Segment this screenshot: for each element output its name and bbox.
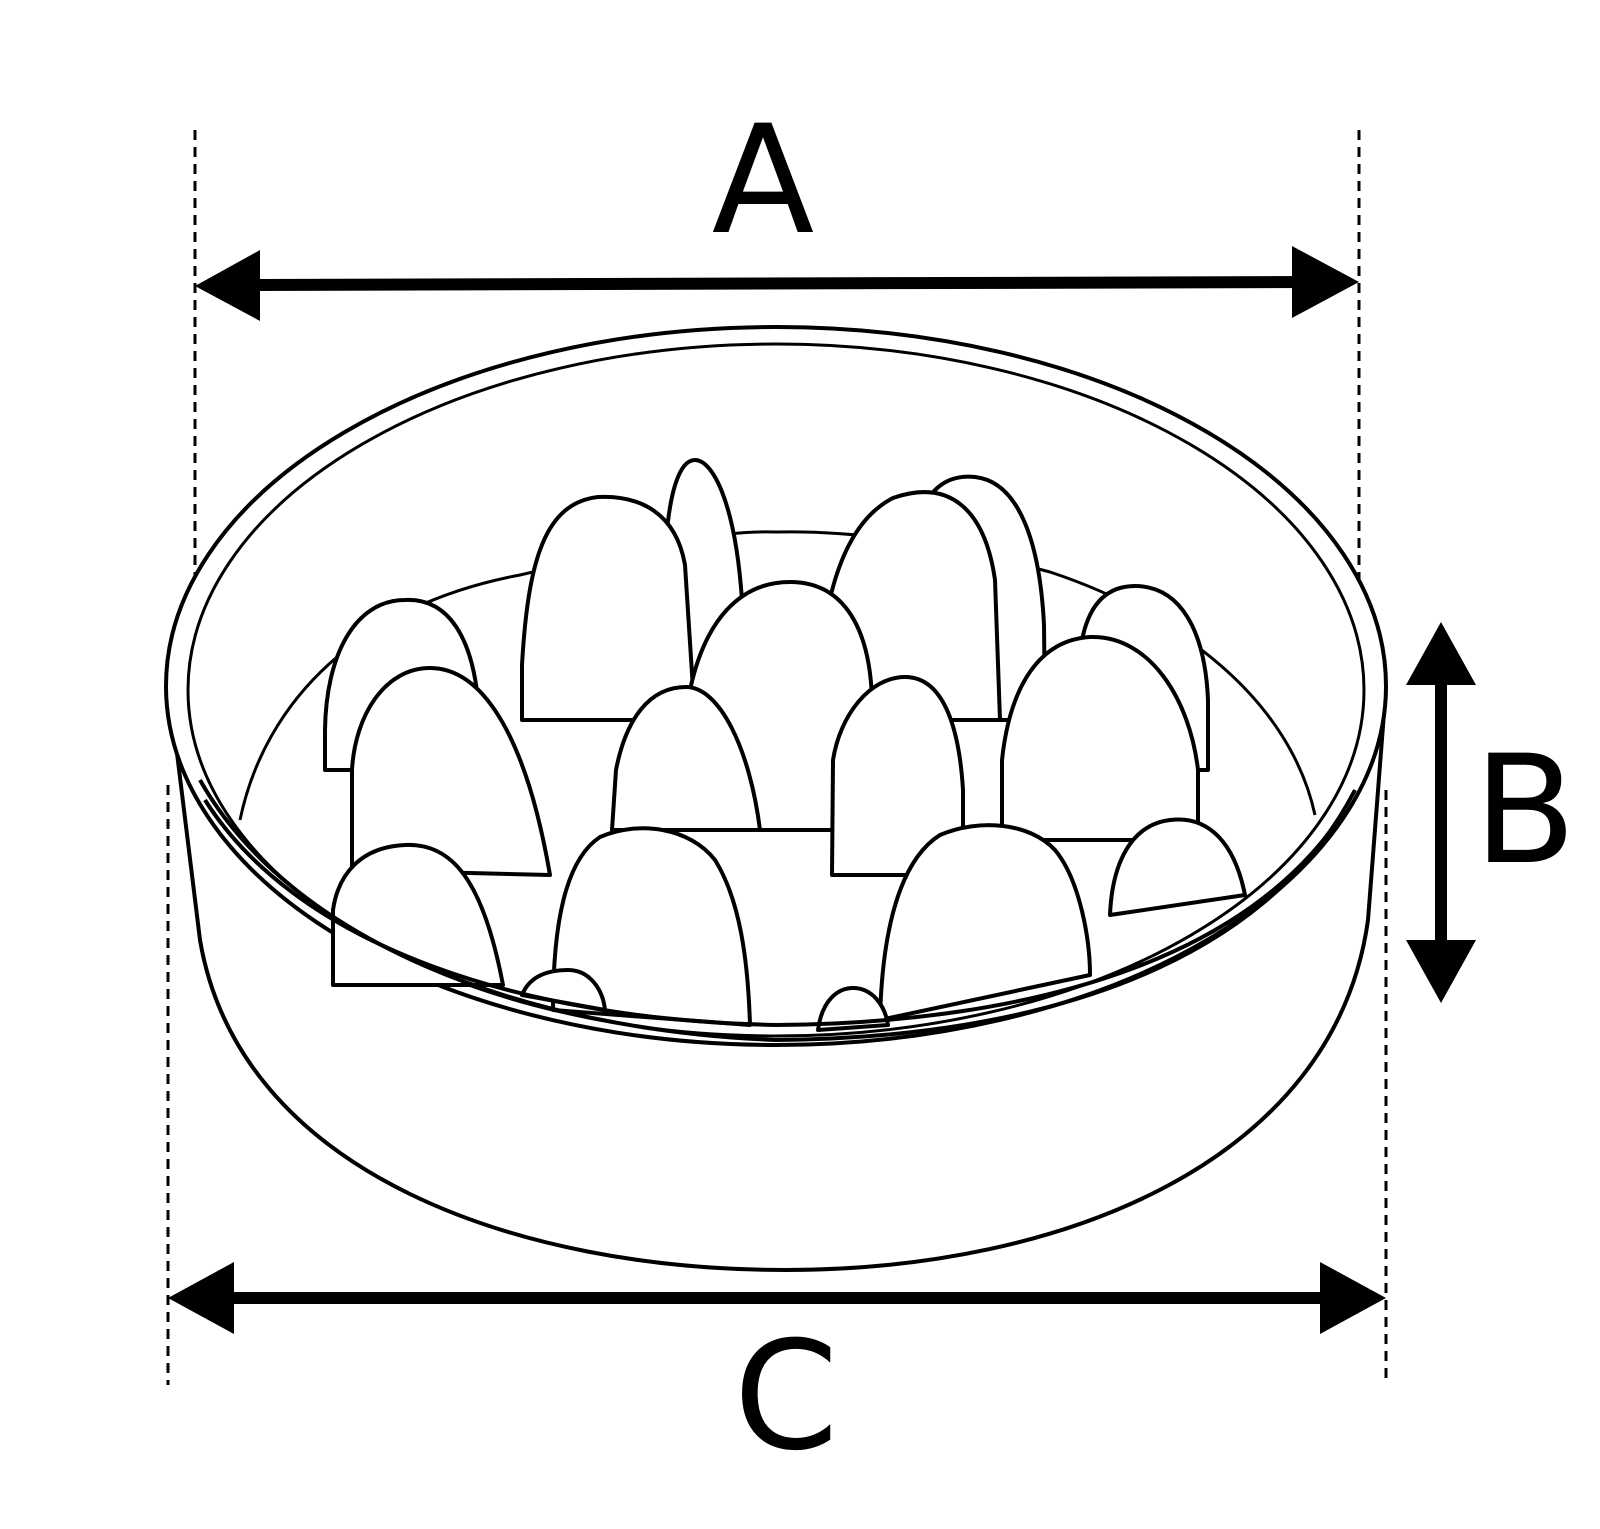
feeder-lobe [520, 968, 607, 1012]
dimension-b-bottom-arrowhead [1406, 940, 1476, 1003]
feeder-lobe [610, 685, 762, 832]
bowl-rim-inner [186, 342, 1366, 1038]
slow-feeder-bowl [164, 325, 1388, 1272]
dimension-c-left-arrowhead [168, 1262, 234, 1334]
bowl-front-lip-inner [198, 779, 1357, 1043]
dimension-a-line [244, 276, 1306, 291]
feeder-lobe [350, 666, 552, 877]
dimension-a-right-arrowhead [1292, 246, 1359, 318]
dimension-a: A [195, 94, 1359, 321]
feeder-lobe [551, 826, 752, 1027]
feeder-lobes [323, 458, 1247, 1032]
dimension-a-left-arrowhead [195, 250, 260, 321]
feeder-lobe [878, 823, 1092, 1022]
feeder-lobe [830, 675, 965, 877]
feeder-lobe [331, 842, 505, 987]
bowl-front-lip [203, 798, 1347, 1028]
dimension-b: B [1406, 622, 1576, 1003]
dimension-a-label: A [712, 94, 815, 268]
feeder-lobe [1108, 817, 1247, 917]
dimension-c-label: C [734, 1310, 839, 1484]
feeder-lobe [520, 494, 697, 722]
dimension-b-label: B [1474, 724, 1577, 898]
dimension-c: C [168, 1262, 1386, 1484]
feeder-lobe [1000, 634, 1200, 842]
dimension-b-top-arrowhead [1406, 622, 1476, 685]
dimension-c-right-arrowhead [1320, 1262, 1386, 1334]
